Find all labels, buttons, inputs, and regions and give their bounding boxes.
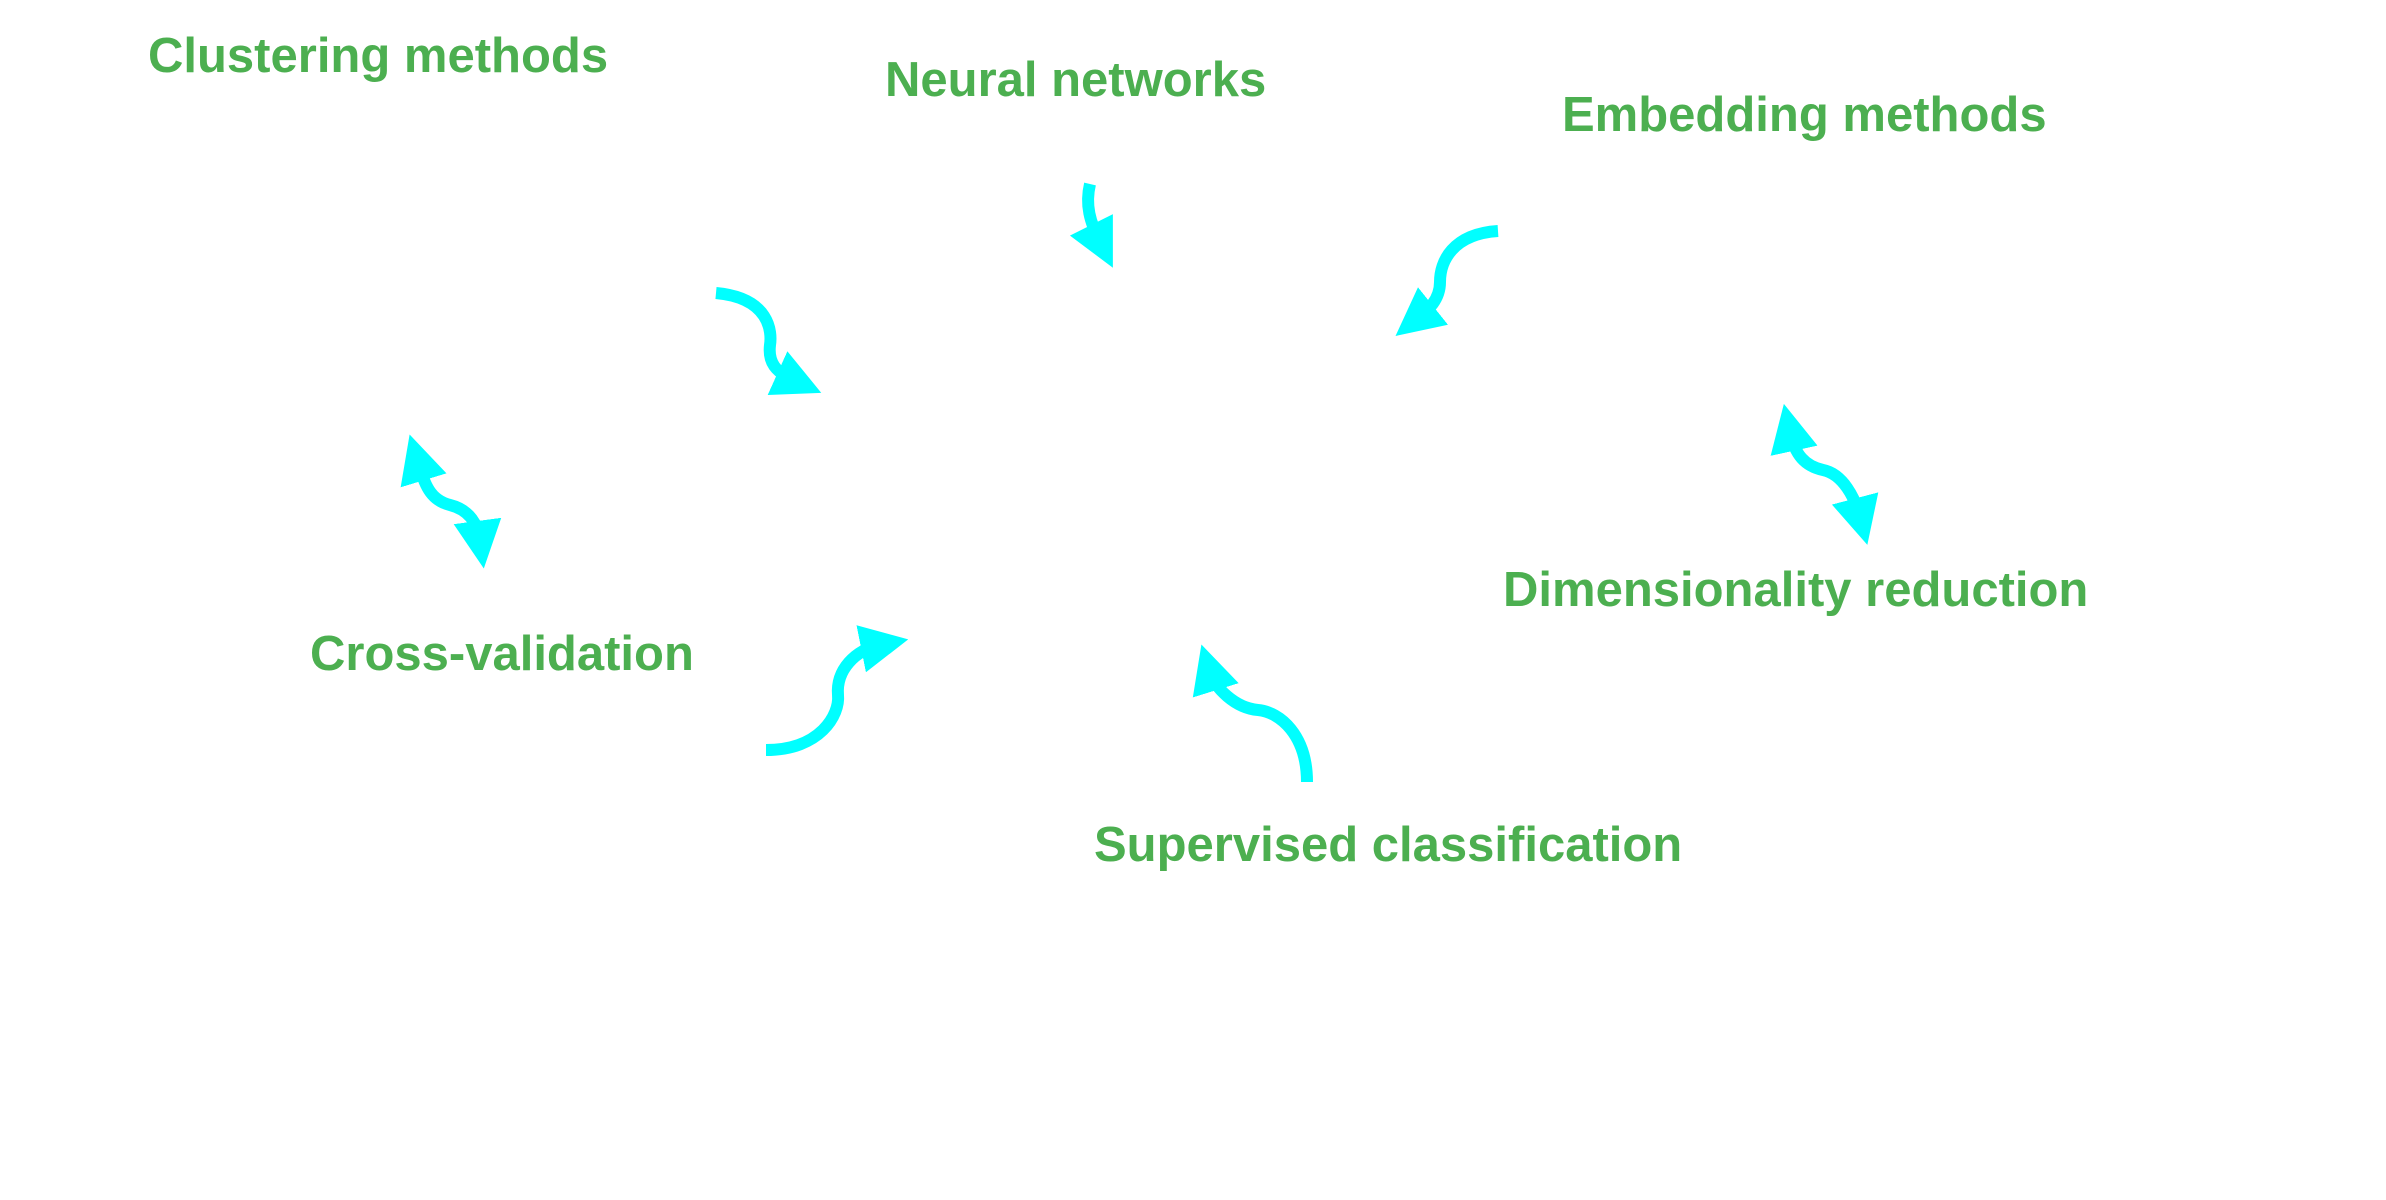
label-embedding-methods: Embedding methods <box>1562 88 2047 142</box>
arrow-neural-networks-to-center <box>1069 182 1113 268</box>
arrow-supervised-to-center <box>1192 644 1313 783</box>
label-supervised-classification: Supervised classification <box>1094 818 1682 872</box>
arrow-clustering-to-center <box>715 287 822 395</box>
arrow-cross-validation-to-center <box>765 625 909 756</box>
label-neural-networks: Neural networks <box>885 53 1266 107</box>
label-clustering-methods: Clustering methods <box>148 29 608 83</box>
label-dimensionality-reduction: Dimensionality reduction <box>1503 563 2088 617</box>
label-cross-validation: Cross-validation <box>310 627 694 681</box>
arrow-embedding-dimensionality <box>1770 403 1879 545</box>
arrow-cross-validation-clustering <box>400 434 502 569</box>
arrow-embedding-to-center <box>1395 225 1499 336</box>
